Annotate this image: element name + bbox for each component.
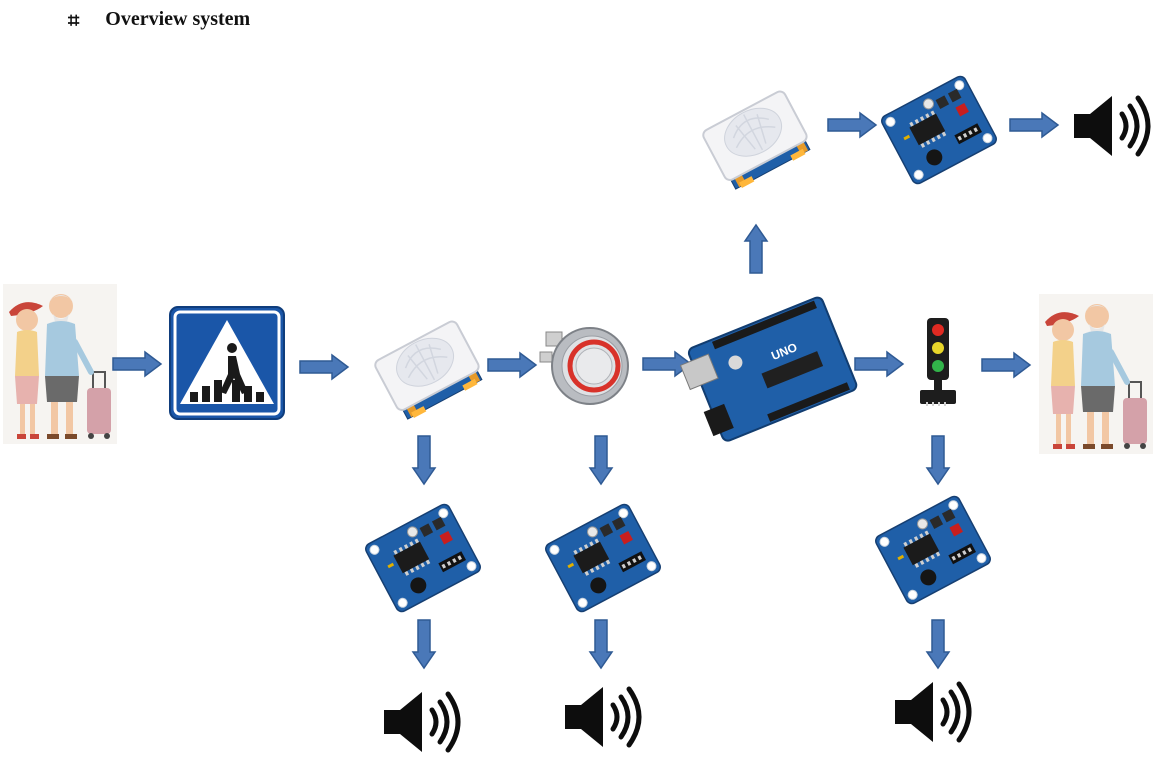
pir-motion-sensor-icon — [700, 88, 816, 194]
arrow-down-icon — [412, 619, 436, 669]
speaker-icon — [895, 682, 969, 742]
voice-recorder-module-icon — [878, 73, 1000, 187]
arrow-right-icon — [827, 112, 877, 138]
arrow-right-icon — [854, 351, 904, 377]
arrow-right-icon — [487, 352, 537, 378]
arrow-down-icon — [926, 435, 950, 485]
speaker-icon — [565, 687, 639, 747]
arrow-down-icon — [926, 619, 950, 669]
section-header: ⌗ Overview system — [68, 8, 250, 31]
elderly-couple-icon — [3, 284, 117, 444]
arrow-right-icon — [981, 352, 1031, 378]
arrow-right-icon — [112, 351, 162, 377]
arrow-up-icon — [744, 224, 768, 274]
voice-recorder-module-icon — [872, 493, 994, 607]
arrow-down-icon — [412, 435, 436, 485]
traffic-light-module-icon — [920, 318, 956, 406]
speaker-icon — [384, 692, 458, 752]
voice-recorder-module-icon — [362, 501, 484, 615]
arrow-right-icon — [1009, 112, 1059, 138]
push-button-icon — [539, 327, 629, 405]
pir-motion-sensor-icon — [372, 318, 488, 424]
elderly-couple-icon — [1039, 294, 1153, 454]
section-title: Overview system — [105, 8, 251, 30]
voice-recorder-module-icon — [542, 501, 664, 615]
arrow-right-icon — [299, 354, 349, 380]
arduino-uno-board-icon: UNO — [679, 296, 858, 442]
arrow-down-icon — [589, 619, 613, 669]
pedestrian-crossing-sign-icon — [169, 306, 285, 420]
arrow-down-icon — [589, 435, 613, 485]
hash-bullet-icon: ⌗ — [68, 7, 80, 32]
speaker-icon — [1074, 96, 1148, 156]
